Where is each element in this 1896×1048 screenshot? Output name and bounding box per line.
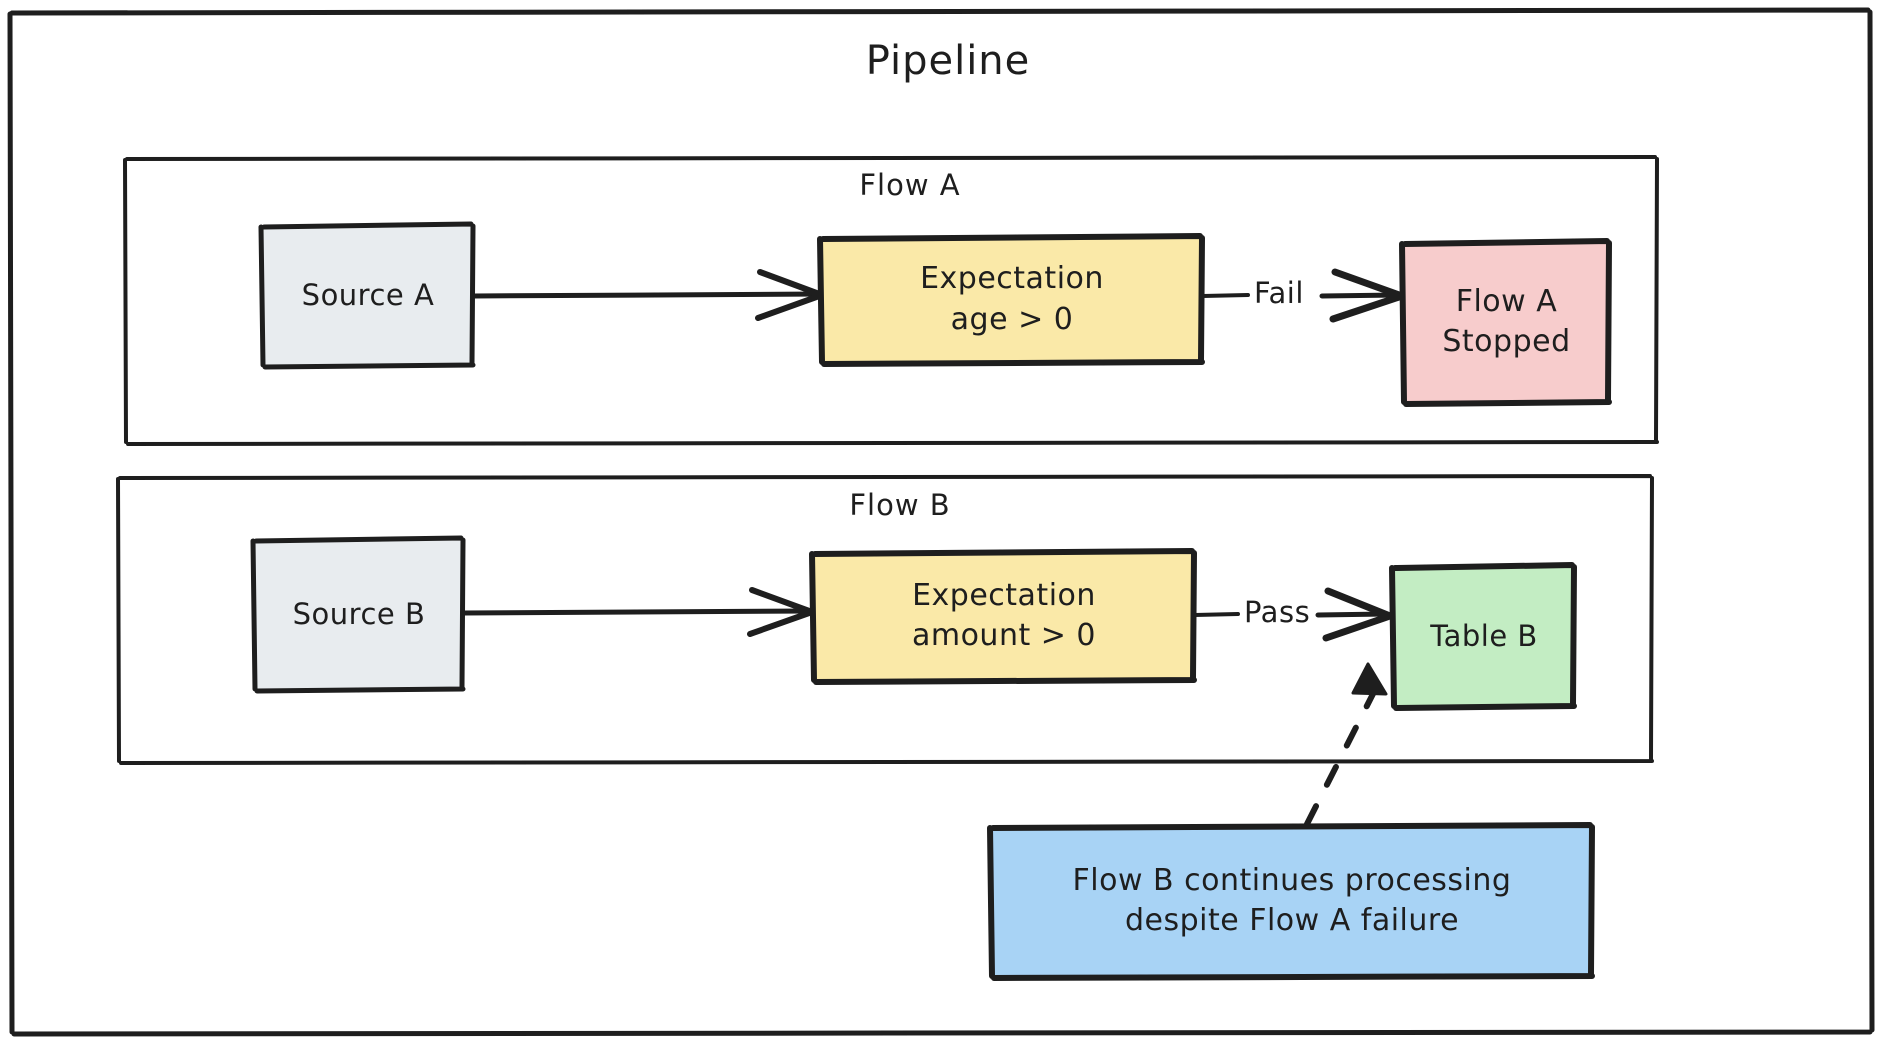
fail-edge-label: Fail bbox=[1250, 276, 1308, 310]
expectation-a-node[interactable] bbox=[817, 233, 1205, 367]
note-box[interactable] bbox=[987, 822, 1595, 981]
pipeline-frame bbox=[7, 7, 1875, 1037]
flow-b-group-label: Flow B bbox=[849, 488, 951, 522]
flow-a-group-label: Flow A bbox=[859, 168, 961, 202]
page-title: Pipeline bbox=[865, 38, 1031, 84]
edge-source-a-to-expectation-a bbox=[471, 269, 825, 321]
expectation-b-node[interactable] bbox=[809, 548, 1197, 685]
source-a-node[interactable] bbox=[258, 221, 476, 370]
source-b-node[interactable] bbox=[250, 535, 466, 694]
pass-edge-label: Pass bbox=[1240, 595, 1315, 629]
table-b-node[interactable] bbox=[1389, 562, 1577, 711]
edge-source-b-to-expectation-b bbox=[461, 587, 815, 637]
flow-a-stopped-node[interactable] bbox=[1399, 238, 1612, 407]
edge-note-to-table-b bbox=[1304, 662, 1388, 827]
flow-a-group-box bbox=[123, 155, 1659, 446]
flow-b-group-box bbox=[116, 474, 1654, 765]
